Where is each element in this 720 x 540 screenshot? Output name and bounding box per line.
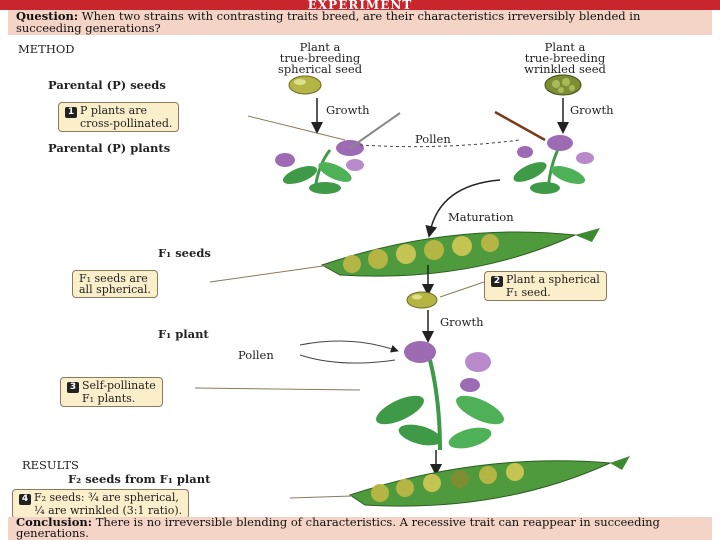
callout3-leader bbox=[194, 387, 361, 391]
plant-wrinkled-label: Plant a true-breeding wrinkled seed bbox=[490, 40, 640, 76]
f1-spherical-line-1: F₁ seeds are bbox=[79, 272, 148, 285]
conclusion-panel: Conclusion: There is no irreversible ble… bbox=[8, 515, 712, 540]
callout1-leader bbox=[247, 115, 346, 141]
step-4-line-2: ¼ are wrinkled (3:1 ratio). bbox=[34, 504, 183, 517]
pollinating-forceps-icon bbox=[349, 112, 401, 149]
pollen-transfer-line bbox=[359, 139, 521, 148]
spherical-seed-icon bbox=[288, 75, 322, 95]
growth-label-f1: Growth bbox=[440, 315, 484, 329]
question-text: When two strains with contrasting traits… bbox=[16, 9, 641, 35]
pollinating-brush-icon bbox=[494, 110, 546, 142]
question-lead: Question: bbox=[16, 9, 79, 23]
f2-pea-pod-icon bbox=[348, 456, 630, 507]
f1-spherical-line-2: all spherical. bbox=[79, 283, 151, 296]
conclusion-text: There is no irreversible blending of cha… bbox=[16, 515, 660, 540]
step-2-badge: 2 bbox=[491, 276, 503, 287]
step-1-line-1: P plants are bbox=[80, 104, 147, 117]
step-4-line-1: F₂ seeds: ¾ are spherical, bbox=[34, 491, 179, 504]
pollen-label-top: Pollen bbox=[415, 132, 451, 146]
f1-plant-label: F₁ plant bbox=[158, 327, 209, 341]
callout-f1-leader bbox=[209, 264, 331, 283]
step-2-line-1: Plant a spherical bbox=[506, 273, 600, 286]
callout2-leader bbox=[439, 281, 485, 298]
callout-f1-all-spherical: F₁ seeds are all spherical. bbox=[72, 270, 158, 298]
step-1-line-2: cross-pollinated. bbox=[80, 117, 173, 130]
question-panel: Question: When two strains with contrast… bbox=[8, 10, 712, 35]
step-3-line-1: Self-pollinate bbox=[82, 379, 156, 392]
plant-wrinkled-line-1: Plant a bbox=[544, 40, 586, 54]
plant-wrinkled-line-3: wrinkled seed bbox=[524, 62, 606, 76]
step-4-badge: 4 bbox=[19, 494, 31, 505]
results-heading: RESULTS bbox=[22, 458, 79, 472]
plant-spherical-label: Plant a true-breeding spherical seed bbox=[250, 40, 390, 76]
conclusion-lead: Conclusion: bbox=[16, 515, 93, 529]
plant-spherical-line-2: true-breeding bbox=[279, 51, 361, 65]
parental-seeds-label: Parental (P) seeds bbox=[48, 78, 166, 92]
f1-seeds-label: F₁ seeds bbox=[158, 246, 211, 260]
growth-label-right: Growth bbox=[570, 103, 614, 117]
f1-pea-pod-icon bbox=[320, 228, 600, 277]
experiment-banner: EXPERIMENT bbox=[0, 0, 720, 12]
step-3-line-2: F₁ plants. bbox=[82, 392, 136, 405]
self-pollen-return bbox=[299, 354, 396, 364]
f1-seed-icon bbox=[406, 291, 438, 309]
plant-spherical-line-1: Plant a bbox=[299, 40, 341, 54]
parental-plant-spherical-icon bbox=[275, 140, 364, 194]
banner-title: EXPERIMENT bbox=[307, 0, 413, 12]
plant-spherical-line-3: spherical seed bbox=[277, 62, 363, 76]
step-2-line-2: F₁ seed. bbox=[506, 286, 551, 299]
step-3-badge: 3 bbox=[67, 382, 79, 393]
method-heading: METHOD bbox=[18, 42, 75, 56]
plant-wrinkled-line-2: true-breeding bbox=[524, 51, 606, 65]
step-1-badge: 1 bbox=[65, 107, 77, 118]
callout4-leader bbox=[289, 495, 353, 499]
maturation-arrow bbox=[425, 179, 501, 238]
f1-plant-icon bbox=[376, 341, 504, 451]
pollen-label-f1: Pollen bbox=[238, 348, 274, 362]
f2-seeds-label: F₂ seeds from F₁ plant bbox=[68, 472, 211, 486]
wrinkled-seed-icon bbox=[544, 74, 582, 96]
parental-plants-label: Parental (P) plants bbox=[48, 141, 171, 155]
parental-plant-wrinkled-icon bbox=[513, 135, 594, 194]
self-pollen-loop bbox=[299, 340, 399, 353]
maturation-label: Maturation bbox=[448, 210, 514, 224]
growth-label-left: Growth bbox=[326, 103, 370, 117]
